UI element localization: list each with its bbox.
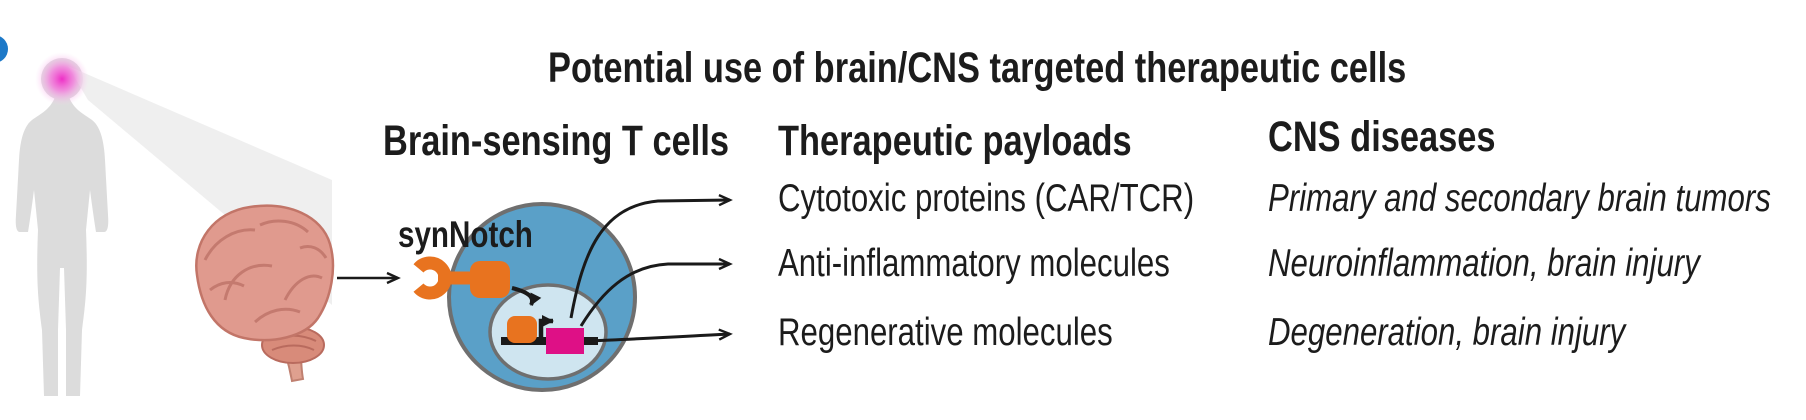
column-header-cns-diseases: CNS diseases bbox=[1268, 113, 1496, 161]
signal-release-arrow bbox=[511, 286, 542, 306]
panel-marker-icon bbox=[0, 36, 8, 62]
cerebrum bbox=[195, 204, 335, 342]
receptor-intracellular-domain bbox=[470, 261, 510, 298]
payload-item-anti-inflammatory: Anti-inflammatory molecules bbox=[778, 242, 1170, 285]
payload-item-regenerative: Regenerative molecules bbox=[778, 311, 1113, 354]
payload-arrow-anti-inflammatory bbox=[579, 257, 733, 327]
human-silhouette bbox=[15, 58, 109, 396]
payload-arrow-regenerative bbox=[585, 328, 733, 343]
column-header-brain-sensing-t-cells: Brain-sensing T cells bbox=[383, 117, 730, 165]
column-header-therapeutic-payloads: Therapeutic payloads bbox=[778, 117, 1132, 165]
transcription-start-arrow bbox=[538, 315, 554, 341]
figure-title: Potential use of brain/CNS targeted ther… bbox=[548, 44, 1407, 92]
brain-image bbox=[195, 204, 335, 383]
disease-item-degeneration: Degeneration, brain injury bbox=[1268, 311, 1626, 354]
disease-item-neuroinflammation: Neuroinflammation, brain injury bbox=[1268, 242, 1700, 285]
synnotch-receptor-icon bbox=[413, 256, 510, 300]
payload-item-cytotoxic: Cytotoxic proteins (CAR/TCR) bbox=[778, 177, 1195, 220]
silhouette-body bbox=[15, 97, 109, 396]
payload-arrow-cytotoxic bbox=[569, 194, 733, 319]
receptor-transmembrane-stem bbox=[438, 271, 476, 285]
transcription-factor bbox=[507, 316, 537, 343]
brain-gyri-lines bbox=[203, 219, 328, 324]
disease-item-brain-tumors: Primary and secondary brain tumors bbox=[1268, 177, 1771, 220]
payload-gene-block bbox=[546, 328, 584, 354]
head-target-glow bbox=[35, 52, 89, 106]
synnotch-label: synNotch bbox=[398, 214, 533, 255]
